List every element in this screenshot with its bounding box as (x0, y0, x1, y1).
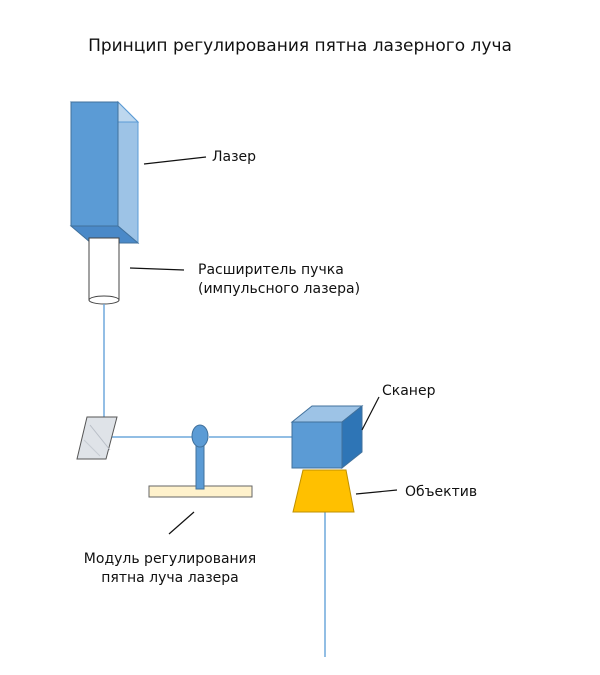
diagram-title: Принцип регулирования пятна лазерного лу… (88, 36, 512, 56)
label-beam-expander: Расширитель пучка (импульсного лазера) (198, 261, 360, 299)
label-laser: Лазер (212, 149, 257, 165)
module-lens (191, 424, 209, 448)
mirror (76, 416, 118, 460)
callout-lines (129, 156, 398, 535)
label-module: Модуль регулирования пятна луча лазера (80, 550, 260, 588)
module-post (195, 442, 205, 490)
laser-side-face (117, 100, 139, 245)
objective (292, 469, 355, 513)
label-beam-expander-line2: (импульсного лазера) (198, 281, 361, 297)
label-module-line2: пятна луча лазера (101, 570, 239, 586)
label-objective: Объектив (405, 484, 478, 500)
label-beam-expander-line1: Расширитель пучка (198, 262, 344, 278)
spot-adjustment-module (148, 424, 253, 498)
scanner (290, 404, 364, 470)
label-scanner: Сканер (382, 383, 436, 399)
beam-expander (88, 237, 120, 305)
laser-front-face (70, 101, 119, 227)
laser-unit (69, 100, 140, 245)
label-module-line1: Модуль регулирования (83, 551, 257, 567)
laser-beam (103, 304, 326, 657)
